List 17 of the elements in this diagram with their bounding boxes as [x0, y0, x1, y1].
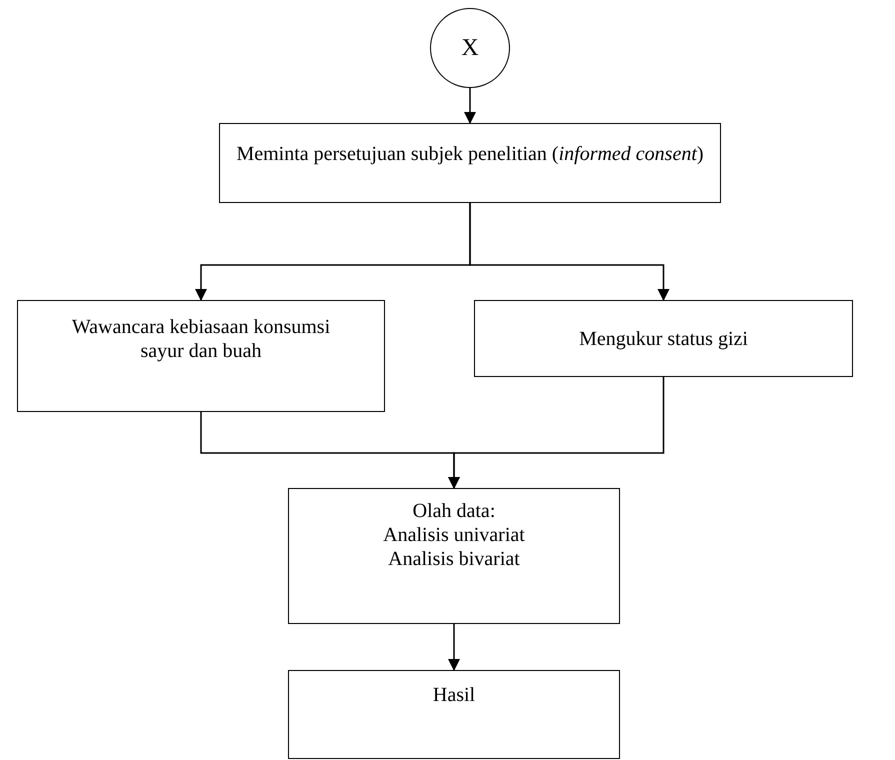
box-label: X: [461, 36, 479, 60]
arrow: [469, 203, 670, 301]
box-label: Olah data:: [412, 499, 496, 523]
process-box: [17, 300, 385, 412]
box-label: Meminta persetujuan subjek penelitian (informed consent): [236, 142, 704, 166]
process-box: [288, 488, 620, 624]
process-box: [288, 670, 620, 759]
box-label: Mengukur status gizi: [579, 326, 748, 350]
box-label: Hasil: [432, 683, 476, 707]
box-label: Analisis bivariat: [388, 547, 520, 571]
arrow: [464, 87, 476, 124]
process-box: [219, 123, 721, 203]
box-label: Wawancara kebiasaan konsumsi sayur dan buah: [70, 315, 332, 363]
arrow: [448, 377, 664, 489]
box-label: Analisis univariat: [383, 523, 525, 547]
process-box: [474, 300, 853, 377]
arrow: [448, 624, 460, 671]
